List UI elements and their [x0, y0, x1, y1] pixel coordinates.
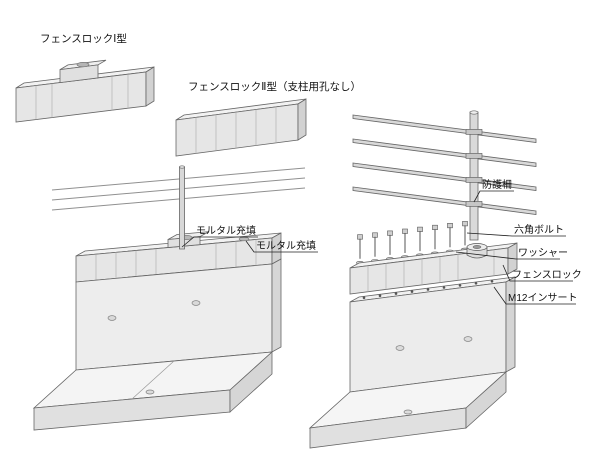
- leader-line-hex-bolt: [466, 232, 566, 237]
- exploded-wall-end: [505, 276, 516, 373]
- hex-bolt-head: [462, 221, 468, 227]
- block1-post-hole: [76, 62, 90, 68]
- hex-bolt-head: [372, 232, 378, 238]
- fence-wire: [51, 167, 306, 191]
- fence-wire: [51, 187, 306, 211]
- label-hex-bolt: 六角ボルト: [514, 224, 564, 236]
- rail-clamp: [465, 201, 483, 207]
- hex-bolt-head: [417, 226, 423, 232]
- m12-insert-hole: [378, 294, 382, 298]
- mortar-fill-spot-2: [238, 236, 250, 242]
- leader-line-mortar-1: [181, 236, 258, 248]
- hex-bolt-head: [357, 234, 363, 240]
- block2-front-face: [175, 103, 299, 157]
- leader-line-fence-lock: [502, 264, 573, 282]
- block1-end-face: [145, 66, 155, 107]
- installed-wall-drawing: モルタル充填 モルタル充填: [32, 165, 318, 431]
- wall-front-face: [75, 263, 273, 371]
- wall-hole: [191, 300, 201, 306]
- m12-insert-hole: [458, 284, 462, 287]
- fence-lock-type2-drawing: [175, 98, 307, 157]
- base-hole: [145, 389, 155, 395]
- base-end-face: [229, 351, 273, 413]
- wall-hole: [395, 345, 405, 351]
- exploded-assembly-drawing: 防護柵 六角ボルト ワッシャー フェンスロック M12インサート: [308, 110, 582, 449]
- exploded-base-end: [465, 371, 507, 429]
- m12-insert-hole: [490, 280, 494, 283]
- m12-insert-hole: [442, 286, 446, 289]
- m12-insert-hole: [410, 290, 414, 293]
- leader-line-guard-fence: [473, 190, 514, 203]
- rail-clamp: [465, 177, 483, 183]
- leader-line-m12-insert: [493, 286, 576, 305]
- label-mortar-fill-1: モルタル充填: [196, 224, 256, 237]
- guard-rail: [352, 114, 537, 143]
- leader-line-washer: [455, 251, 560, 260]
- m12-insert-hole: [426, 288, 430, 291]
- label-m12-insert: M12インサート: [508, 292, 577, 304]
- rail-clamp: [465, 129, 483, 135]
- hex-bolt-head: [387, 230, 393, 236]
- block2-end-face: [297, 98, 307, 141]
- guard-rail: [352, 138, 537, 167]
- guard-post-cap: [469, 110, 479, 115]
- label-fence-lock: フェンスロック: [512, 269, 582, 281]
- hex-bolt-head: [447, 223, 453, 229]
- post-socket-hole: [472, 245, 482, 249]
- label-type1-title: フェンスロックⅠ型: [40, 32, 127, 45]
- hex-bolt-head: [402, 228, 408, 234]
- m12-insert-hole: [394, 292, 398, 295]
- rail-clamp: [465, 153, 483, 159]
- wall-hole: [463, 336, 473, 342]
- hex-bolt-head: [432, 224, 438, 230]
- m12-insert-hole: [362, 296, 366, 300]
- base-hole: [403, 409, 413, 415]
- base-joint-line: [131, 360, 175, 400]
- wall-end-face: [271, 258, 282, 353]
- label-guard-fence: 防護柵: [482, 178, 512, 191]
- leader-line-mortar-2: [245, 240, 318, 253]
- label-washer: ワッシャー: [518, 248, 568, 259]
- fence-wire: [51, 177, 306, 201]
- fence-post-cap: [179, 165, 185, 169]
- wall-hole: [107, 315, 117, 321]
- m12-insert-hole: [474, 282, 478, 285]
- fence-lock-type1-drawing: [15, 59, 155, 123]
- label-mortar-fill-2: モルタル充填: [256, 239, 316, 252]
- fence-post: [179, 166, 185, 250]
- label-type2-title: フェンスロックⅡ型（支柱用孔なし）: [188, 80, 361, 93]
